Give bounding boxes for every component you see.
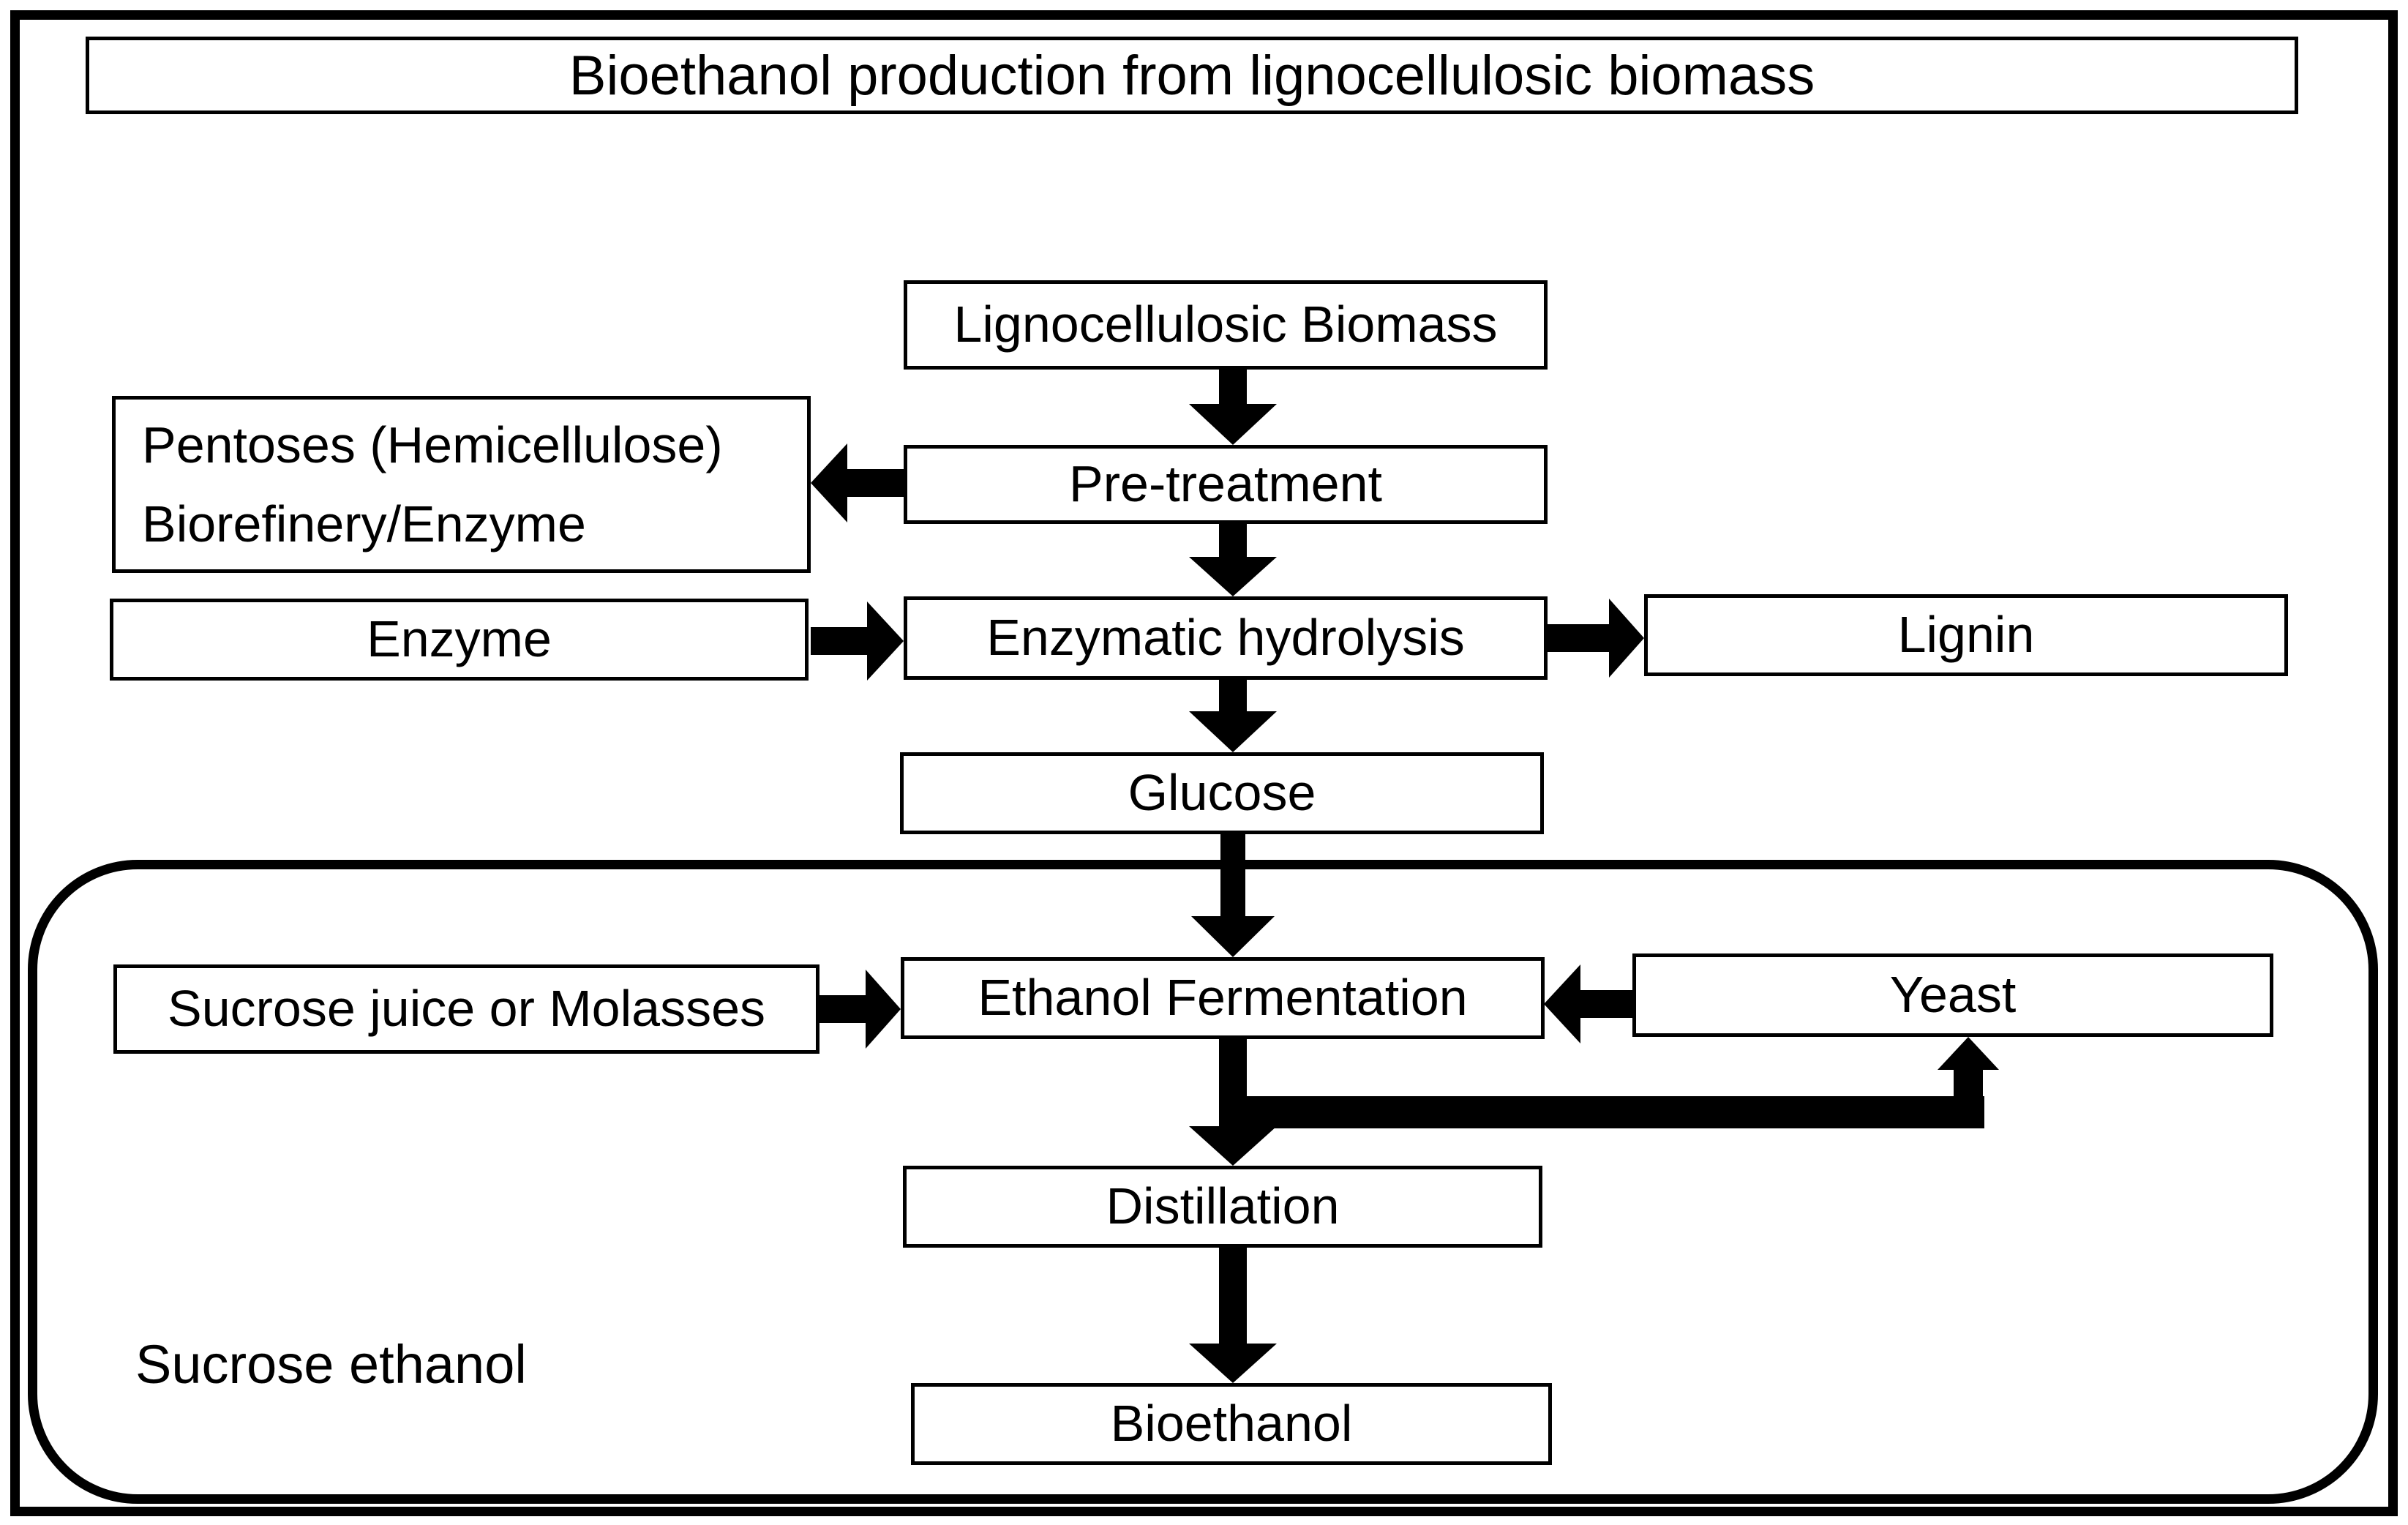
node-lignocellulosic-biomass: Lignocellulosic Biomass [904,280,1548,370]
diagram-title: Bioethanol production from lignocellulos… [569,44,1815,107]
node-pentoses-biorefinery: Pentoses (Hemicellulose) Biorefinery/Enz… [112,396,811,573]
outer-frame [10,10,2398,1516]
node-label-line1: Pentoses (Hemicellulose) [142,416,723,473]
node-glucose: Glucose [900,752,1544,834]
node-sucrose-juice-or-molasses: Sucrose juice or Molasses [113,964,819,1054]
node-label: Yeast [1889,966,2017,1024]
node-label: Ethanol Fermentation [978,969,1468,1027]
node-bioethanol: Bioethanol [911,1383,1552,1465]
node-distillation: Distillation [903,1166,1542,1248]
sucrose-ethanol-container [28,860,2378,1504]
node-label: Bioethanol [1110,1395,1353,1453]
diagram-title-box: Bioethanol production from lignocellulos… [86,37,2298,114]
sucrose-ethanol-label: Sucrose ethanol [135,1334,527,1395]
node-enzyme: Enzyme [110,599,809,681]
node-label: Sucrose juice or Molasses [168,980,765,1038]
node-yeast: Yeast [1632,953,2273,1037]
node-label: Lignocellulosic Biomass [953,296,1498,353]
node-label: Enzyme [367,610,552,668]
node-lignin: Lignin [1644,594,2288,676]
node-pretreatment: Pre-treatment [904,445,1548,524]
node-ethanol-fermentation: Ethanol Fermentation [901,957,1545,1039]
node-label: Lignin [1897,606,2035,664]
node-enzymatic-hydrolysis: Enzymatic hydrolysis [904,596,1548,680]
node-label-line2: Biorefinery/Enzyme [142,495,586,552]
node-label: Distillation [1106,1177,1340,1235]
node-label: Glucose [1128,764,1316,822]
node-label: Pre-treatment [1069,455,1382,513]
node-label: Enzymatic hydrolysis [986,609,1465,667]
